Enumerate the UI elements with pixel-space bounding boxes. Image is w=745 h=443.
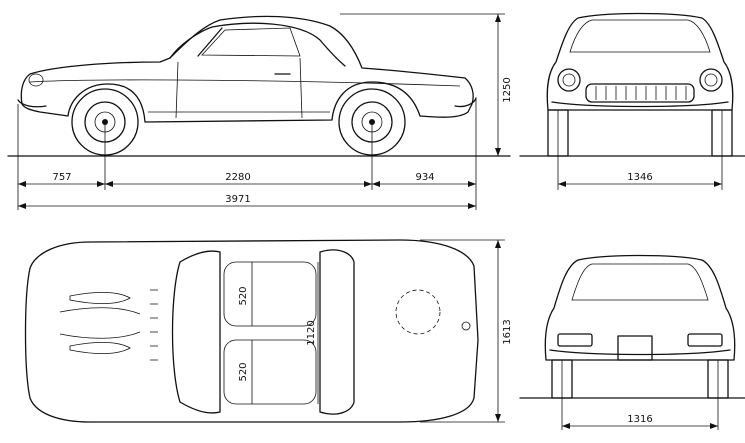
- top-windshield: [171, 250, 221, 414]
- overall-width-dimension: 1613: [420, 239, 513, 423]
- fuel-cap: [461, 321, 471, 331]
- front-body-outline: [546, 12, 734, 111]
- front-bumper-view: [551, 101, 729, 108]
- front-track-dimension: 1346: [558, 172, 722, 187]
- dash-details: [150, 289, 158, 361]
- hood-vent-upper: [69, 292, 131, 304]
- top-body-outline: [24, 239, 479, 423]
- side-body-outline: [20, 15, 474, 123]
- rear-window: [571, 263, 709, 301]
- front-bumper: [17, 99, 47, 108]
- front-grille: [585, 83, 695, 103]
- top-view: 520 520 1120 1613: [24, 239, 513, 423]
- height-label: 1250: [502, 77, 513, 102]
- seat-left: [223, 261, 317, 327]
- rear-body-outline: [544, 254, 736, 361]
- seat-dimensions: 520 520 1120: [238, 262, 319, 404]
- front-track-label: 1346: [627, 172, 652, 183]
- seat-front-label: 520: [238, 286, 249, 305]
- rear-track-label: 1316: [627, 414, 652, 425]
- door-lines: [175, 57, 303, 119]
- rear-track-dimension: 1316: [562, 414, 718, 429]
- rear-bumper-view: [549, 349, 731, 356]
- taillight-left: [557, 333, 593, 347]
- windshield-pillar: [197, 27, 223, 57]
- soft-top-edge: [169, 22, 346, 67]
- taillight-right: [687, 333, 723, 347]
- cabin-width-label: 1120: [306, 320, 317, 345]
- length-dimensions: 757 2280 934 3971: [18, 172, 476, 209]
- side-view: 1250 757 2280 934 3971: [7, 13, 513, 210]
- hood-vent-lower: [69, 342, 131, 354]
- rear-bumper: [454, 97, 477, 108]
- front-overhang-label: 757: [52, 172, 71, 183]
- side-headlight: [28, 73, 44, 87]
- trunk-outline: [395, 289, 441, 335]
- side-window: [201, 27, 301, 57]
- front-view: 1346: [519, 12, 745, 190]
- overall-length-label: 3971: [225, 194, 250, 205]
- seat-right: [223, 339, 317, 405]
- overall-width-label: 1613: [502, 319, 513, 344]
- front-headlight-right: [699, 68, 723, 92]
- seat-rear-label: 520: [238, 362, 249, 381]
- wheelbase-label: 2280: [225, 172, 250, 183]
- rear-view: 1316: [519, 254, 745, 430]
- side-crease: [29, 79, 461, 87]
- license-plate: [617, 335, 653, 361]
- height-dimension: 1250: [340, 13, 513, 156]
- front-headlight-left: [557, 68, 581, 92]
- front-windshield: [569, 19, 711, 53]
- rear-deck-edge: [319, 249, 355, 415]
- rear-overhang-label: 934: [415, 172, 434, 183]
